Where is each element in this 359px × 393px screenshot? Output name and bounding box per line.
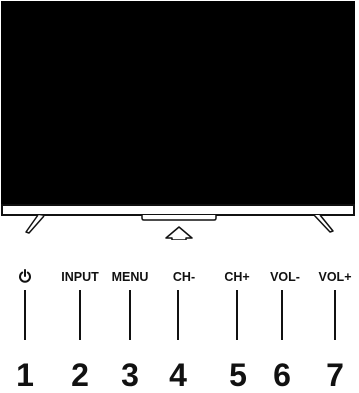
connector-line-3 <box>129 290 131 340</box>
callout-number-3: 3 <box>121 360 139 390</box>
connector-line-6 <box>281 290 283 340</box>
vol-down-label: VOL- <box>270 270 300 284</box>
tv-bezel <box>2 205 354 215</box>
callout-number-5: 5 <box>229 360 247 390</box>
power-icon <box>18 269 32 288</box>
connector-line-7 <box>334 290 336 340</box>
tv-stand-right <box>314 215 333 232</box>
connector-line-4 <box>177 290 179 340</box>
vol-up-label: VOL+ <box>319 270 352 284</box>
callout-number-1: 1 <box>16 360 34 390</box>
connector-line-2 <box>79 290 81 340</box>
tv-stand-left <box>26 215 44 233</box>
callout-number-6: 6 <box>273 360 291 390</box>
input-label: INPUT <box>61 270 99 284</box>
callout-number-4: 4 <box>169 360 187 390</box>
tv-screen <box>2 2 354 205</box>
ch-down-label: CH- <box>173 270 195 284</box>
connector-line-1 <box>24 290 26 340</box>
callout-number-7: 7 <box>326 360 344 390</box>
menu-label: MENU <box>112 270 149 284</box>
connector-line-5 <box>236 290 238 340</box>
up-arrow-icon <box>166 227 192 240</box>
ch-up-label: CH+ <box>224 270 249 284</box>
control-panel-bump <box>142 215 216 220</box>
callout-number-2: 2 <box>71 360 89 390</box>
tv-illustration <box>0 0 359 240</box>
